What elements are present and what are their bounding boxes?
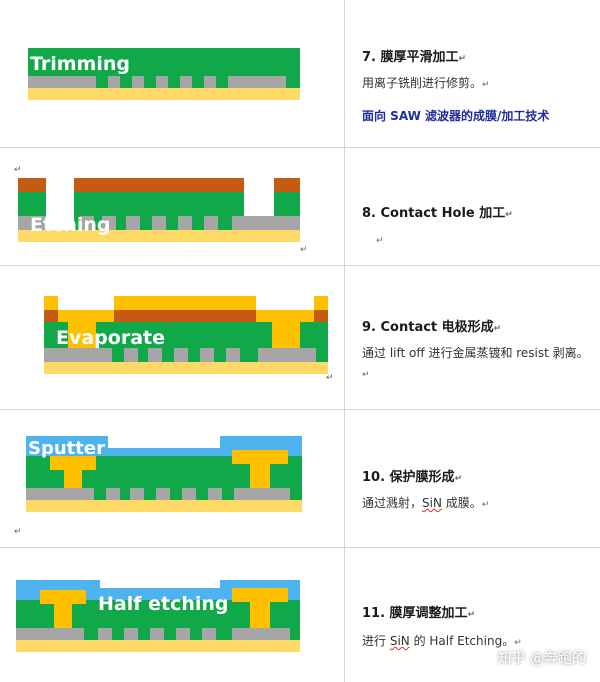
- svg-text:↵: ↵: [14, 527, 22, 537]
- watermark: 知乎 @奔跑的: [497, 651, 586, 667]
- step-row-etching: ↵ Etching ↵ 8. Contact Hol: [0, 148, 600, 266]
- step-description-suffix: 成膜。: [441, 496, 482, 510]
- step-title: 11. 膜厚调整加工: [362, 606, 468, 621]
- figure-label-sputter: Sputter: [28, 438, 105, 459]
- electrode-pad-left: [28, 76, 96, 88]
- sin-word: SiN: [422, 496, 442, 510]
- step-description-suffix: 的 Half Etching。: [409, 634, 515, 648]
- figure-label-trimming: Trimming: [30, 53, 130, 75]
- sin-word: SiN: [389, 634, 410, 648]
- svg-text:↵: ↵: [326, 373, 334, 383]
- svg-text:↵: ↵: [14, 165, 22, 175]
- step-title: 8. Contact Hole 加工: [362, 206, 506, 221]
- etching-diagram: ↵ Etching ↵: [0, 148, 344, 265]
- step-row-half-etching: Half etching 11. 膜厚调整加工↵ 进行 SiN 的 Half E…: [0, 548, 600, 682]
- step-row-trimming: Trimming 7. 膜厚平滑加工↵ 用离子铣削进行修剪。↵ 面向 SAW 滤…: [0, 0, 600, 148]
- half-etching-diagram: Half etching: [0, 548, 344, 682]
- step-text-11: 11. 膜厚调整加工↵ 进行 SiN 的 Half Etching。↵: [362, 606, 522, 648]
- step-text-9: 9. Contact 电极形成↵ 通过 lift off 进行金属蒸镀和 res…: [362, 320, 589, 380]
- step-description-prefix: 通过溅射，: [362, 496, 423, 510]
- step-description: 通过 lift off 进行金属蒸镀和 resist 剥离。: [362, 346, 589, 360]
- step-row-evaporate: Evaporate ↵ 9. Contact 电极形成↵ 通过 lift off…: [0, 266, 600, 410]
- figure-label-etching: Etching: [30, 214, 111, 236]
- step-title: 9. Contact 电极形成: [362, 320, 494, 335]
- step-row-sputter: Sputter ↵ 10. 保护膜形成↵ 通过溅射，SiN 成膜。↵: [0, 410, 600, 548]
- step-text-7: 7. 膜厚平滑加工↵ 用离子铣削进行修剪。↵ 面向 SAW 滤波器的成膜/加工技…: [362, 50, 550, 123]
- step-title: 10. 保护膜形成: [362, 470, 455, 485]
- sputter-diagram: Sputter ↵: [0, 410, 344, 547]
- svg-text:↵: ↵: [300, 245, 308, 255]
- section-heading: 面向 SAW 滤波器的成膜/加工技术: [362, 109, 550, 123]
- figure-label-evaporate: Evaporate: [56, 327, 165, 349]
- trimming-diagram: Trimming: [0, 0, 344, 147]
- step-text-10: 10. 保护膜形成↵ 通过溅射，SiN 成膜。↵: [362, 470, 490, 510]
- evaporate-diagram: Evaporate ↵: [0, 266, 344, 409]
- electrode-pad-right: [228, 76, 286, 88]
- step-title: 7. 膜厚平滑加工: [362, 50, 459, 65]
- step-description: 用离子铣削进行修剪。: [362, 76, 483, 90]
- figure-label-half-etching: Half etching: [98, 593, 229, 615]
- step-text-8: 8. Contact Hole 加工↵ ↵: [362, 206, 513, 246]
- substrate: [28, 88, 300, 100]
- step-description-prefix: 进行: [362, 634, 390, 648]
- column-divider: [344, 0, 345, 682]
